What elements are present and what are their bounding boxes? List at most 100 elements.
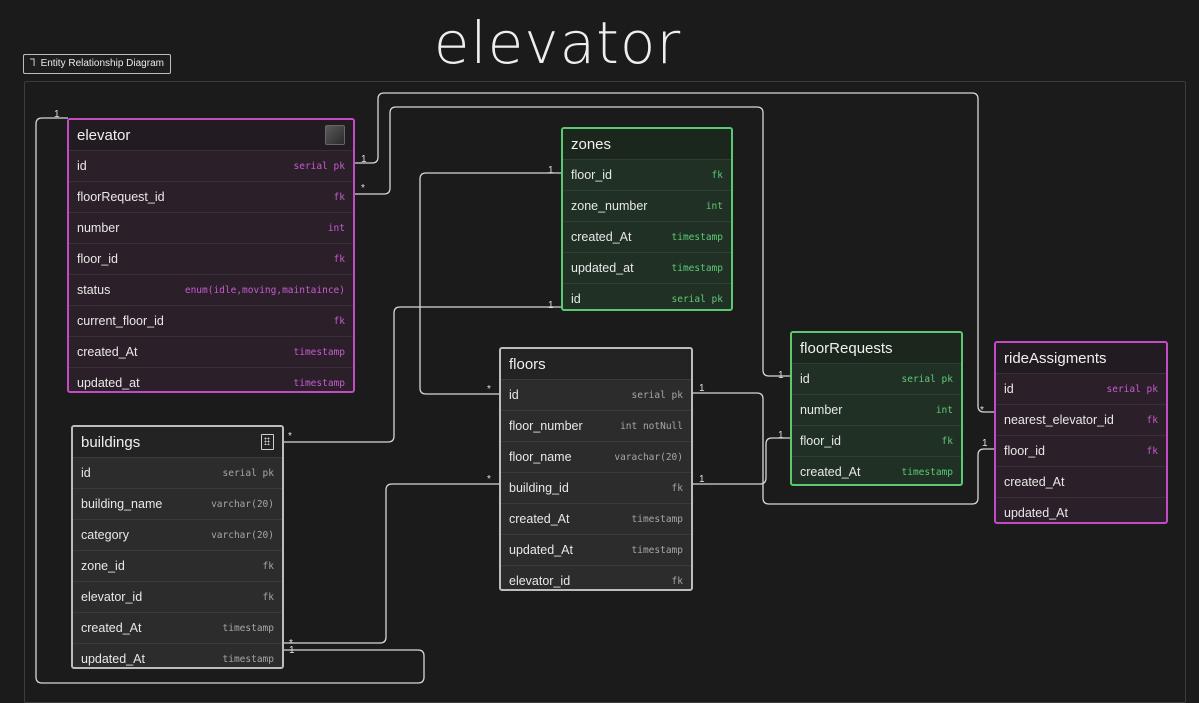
table-row[interactable]: updated_at timestamp <box>69 367 353 391</box>
field-type: timestamp <box>671 231 723 243</box>
table-header[interactable]: floorRequests <box>792 333 961 363</box>
table-header[interactable]: zones <box>563 129 731 159</box>
field-name: updated_At <box>81 652 145 666</box>
field-type: serial pk <box>222 467 274 479</box>
field-name: id <box>509 388 519 402</box>
field-name: floor_id <box>800 434 841 448</box>
field-name: floorRequest_id <box>77 190 165 204</box>
field-type: int <box>935 404 953 416</box>
table-title: buildings <box>81 433 141 451</box>
field-type: fk <box>1146 414 1158 426</box>
field-type: serial pk <box>901 373 953 385</box>
diagram-type-tag[interactable]: ⅂ Entity Relationship Diagram <box>23 54 171 74</box>
field-name: zone_id <box>81 559 125 573</box>
field-name: id <box>571 292 581 306</box>
field-name: created_At <box>1004 475 1065 489</box>
diagram-type-label: Entity Relationship Diagram <box>40 58 164 69</box>
table-row[interactable]: id serial pk <box>563 283 731 309</box>
building-icon <box>261 434 274 450</box>
table-row[interactable]: id serial pk <box>69 150 353 181</box>
field-type: int <box>705 200 723 212</box>
table-title: floors <box>509 355 546 373</box>
field-type: serial pk <box>631 389 683 401</box>
field-name: floor_id <box>1004 444 1045 458</box>
field-type: serial pk <box>293 160 345 172</box>
field-name: floor_number <box>509 419 583 433</box>
table-row[interactable]: number int <box>69 212 353 243</box>
field-type: timestamp <box>293 377 345 389</box>
field-name: id <box>77 159 87 173</box>
table-header[interactable]: rideAssigments <box>996 343 1166 373</box>
table-row[interactable]: id serial pk <box>996 373 1166 404</box>
field-type: int <box>327 222 345 234</box>
field-type: varchar(20) <box>211 529 274 541</box>
field-name: floor_id <box>571 168 612 182</box>
table-header[interactable]: buildings <box>73 427 282 457</box>
field-name: number <box>77 221 120 235</box>
field-name: floor_name <box>509 450 572 464</box>
field-name: category <box>81 528 129 542</box>
table-row[interactable]: updated_At timestamp <box>73 643 282 667</box>
table-title: floorRequests <box>800 339 893 357</box>
field-type: enum(idle,moving,maintaince) <box>184 284 345 296</box>
field-name: id <box>1004 382 1014 396</box>
field-type: timestamp <box>222 622 274 634</box>
field-type: timestamp <box>222 653 274 665</box>
field-type: serial pk <box>1106 383 1158 395</box>
table-row[interactable]: floor_id fk <box>563 159 731 190</box>
table-row[interactable]: created_At timestamp <box>792 456 961 484</box>
field-name: updated_at <box>77 376 140 390</box>
table-row[interactable]: floor_id fk <box>996 435 1166 466</box>
field-name: updated_At <box>1004 506 1068 520</box>
field-type: serial pk <box>671 293 723 305</box>
table-title: elevator <box>77 126 131 144</box>
field-name: created_At <box>509 512 570 526</box>
field-type: timestamp <box>901 466 953 478</box>
field-name: elevator_id <box>509 574 571 588</box>
table-row[interactable]: category varchar(20) <box>73 519 282 550</box>
table-row[interactable]: updated_At <box>996 497 1166 522</box>
table-header[interactable]: floors <box>501 349 691 379</box>
field-name: created_At <box>800 465 861 479</box>
field-type: timestamp <box>631 513 683 525</box>
erd-icon: ⅂ <box>30 58 36 69</box>
table-row[interactable]: id serial pk <box>501 379 691 410</box>
field-type: timestamp <box>671 262 723 274</box>
table-header[interactable]: elevator <box>69 120 353 150</box>
field-type: fk <box>711 169 723 181</box>
field-type: timestamp <box>293 346 345 358</box>
field-name: building_id <box>509 481 569 495</box>
table-rideassigments[interactable]: rideAssigments id serial pk nearest_eleva… <box>994 341 1168 524</box>
table-row[interactable]: created_At <box>996 466 1166 497</box>
field-type: fk <box>1146 445 1158 457</box>
table-row[interactable]: created_At timestamp <box>501 503 691 534</box>
square-icon <box>325 125 345 145</box>
